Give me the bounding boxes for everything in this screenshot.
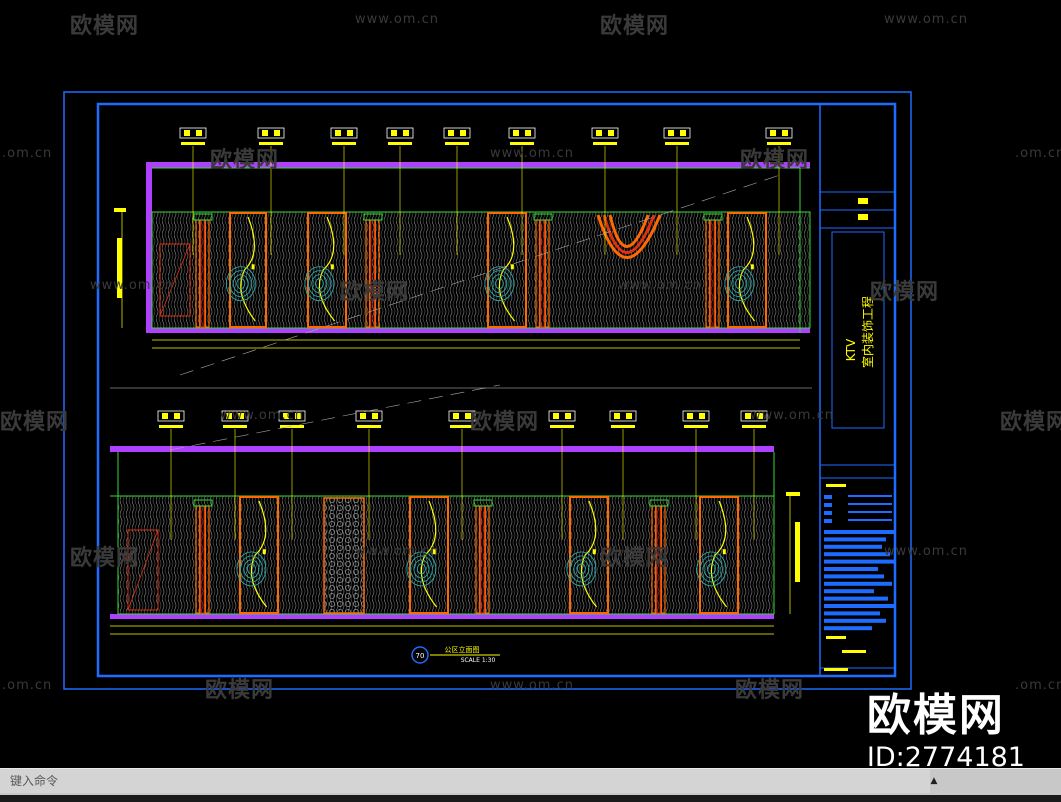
brand-id: ID:2774181: [866, 742, 1025, 773]
command-history-up-icon[interactable]: ▲: [930, 776, 938, 786]
sheet-inner-frame: [96, 102, 897, 678]
status-bar: [0, 795, 1061, 802]
section-label: 公区立面图: [445, 645, 480, 654]
elevation-top: [114, 162, 811, 349]
title-block-list: [824, 495, 896, 631]
title-block-line1: KTV: [844, 338, 858, 361]
cad-elevation-drawing[interactable]: KTV 室内装饰工程: [0, 0, 1061, 768]
sheet-outer-frame: [63, 91, 912, 690]
drawing-canvas[interactable]: KTV 室内装饰工程: [0, 0, 1061, 773]
command-line-bar: ▲: [0, 768, 1061, 796]
elevation-bottom: [110, 446, 800, 635]
title-block-line2: 室内装饰工程: [860, 296, 875, 368]
command-input[interactable]: [0, 769, 930, 793]
section-scale: SCALE 1:30: [461, 657, 496, 664]
section-number: 70: [416, 652, 425, 660]
brand-badge: 欧模网 ID:2774181: [867, 690, 1025, 774]
brand-name: 欧模网: [866, 690, 1005, 741]
